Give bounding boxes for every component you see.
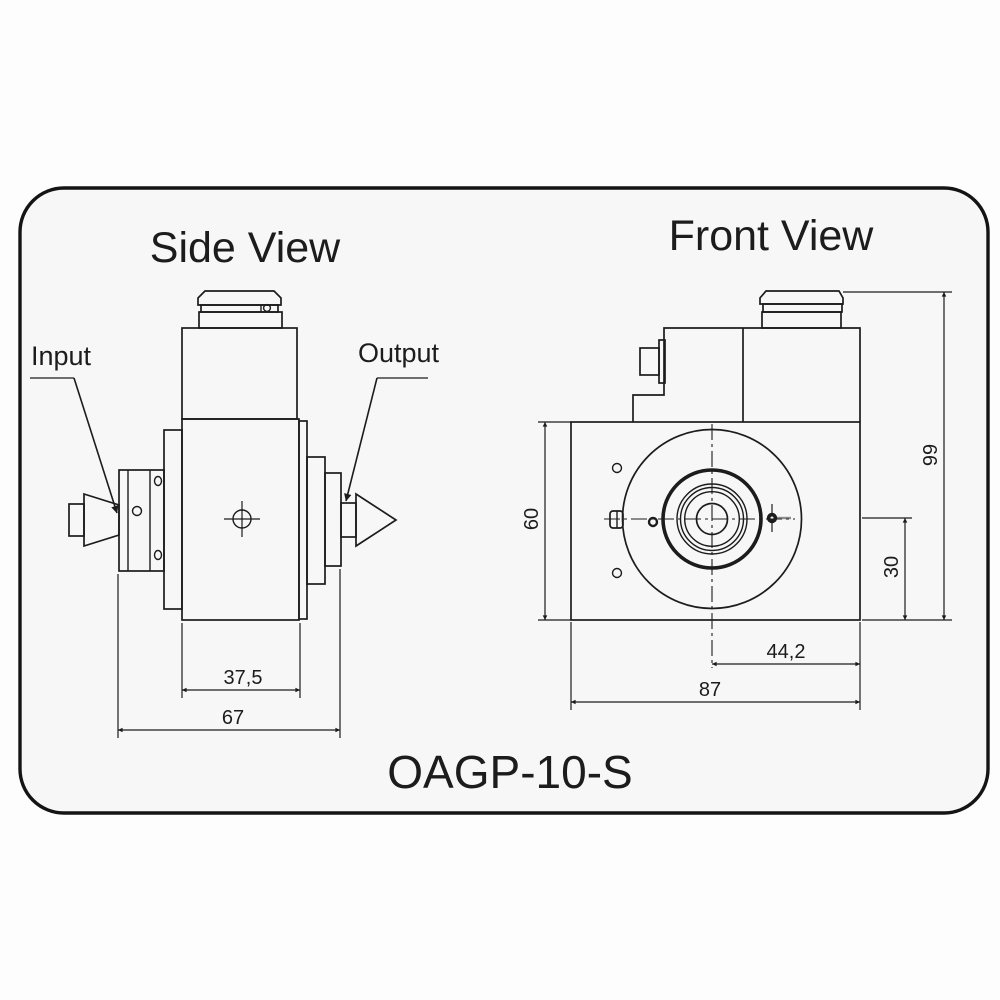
front-knob-cap	[759, 290, 844, 305]
front-view-title: Front View	[669, 212, 875, 260]
model-label: OAGP-10-S	[387, 746, 632, 798]
side-center-mark	[224, 501, 260, 537]
front-screw-hole-top	[611, 462, 623, 474]
input-callout: Input	[30, 341, 119, 514]
side-bracket-hole-mid	[131, 505, 143, 517]
side-output-cone	[355, 492, 398, 548]
dimension-value: 67	[222, 707, 244, 729]
side-bracket-hole-top	[153, 475, 163, 487]
dimension-value: 44,2	[767, 641, 806, 663]
front-side-tab	[639, 347, 660, 376]
side-input-shaft	[68, 503, 85, 537]
front-knob-neck	[761, 311, 842, 329]
output-callout: Output	[344, 338, 440, 502]
side-knob-cap	[197, 290, 282, 306]
dimension-front-body-height: 60	[521, 421, 571, 621]
dimension-side-body-width: 37,5	[181, 623, 301, 698]
output-leader-arrow	[344, 377, 378, 502]
side-view-title: Side View	[150, 224, 341, 272]
side-view: Side View	[30, 224, 440, 738]
front-pin-hole	[647, 516, 659, 528]
front-screw-hole-bottom	[611, 567, 623, 579]
dimension-value: 99	[920, 444, 942, 466]
front-view: Front View	[521, 212, 952, 710]
dimension-side-overall-length: 67	[117, 569, 341, 738]
front-main-body	[570, 421, 861, 621]
dimension-value: 30	[881, 556, 903, 578]
input-label: Input	[31, 341, 92, 371]
dimension-value: 37,5	[224, 667, 263, 689]
dimension-front-overall-height: 99	[843, 291, 952, 621]
input-leader-arrow	[73, 377, 119, 514]
dimension-value: 87	[699, 679, 721, 701]
front-upper-block	[632, 327, 861, 422]
dimension-front-overall-width: 87	[570, 622, 860, 710]
dimension-front-center-to-base: 30	[862, 517, 912, 620]
dimension-value: 60	[521, 508, 543, 530]
side-bracket-hole-bottom	[153, 549, 163, 561]
drawing-frame	[18, 186, 990, 815]
front-view-device	[570, 290, 861, 668]
side-view-device	[68, 290, 398, 621]
output-label: Output	[358, 338, 440, 368]
dimension-front-center-to-edge: 44,2	[712, 622, 861, 710]
